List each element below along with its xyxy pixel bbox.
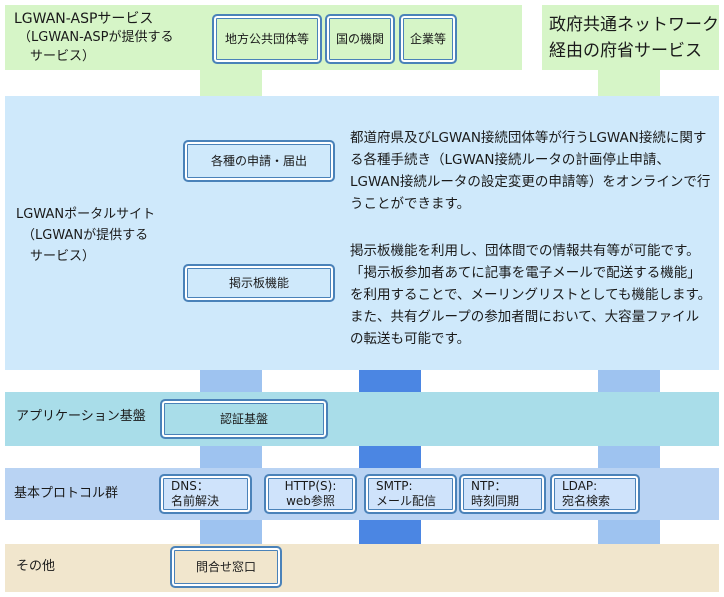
- protocol-dns[interactable]: DNS： 名前解決: [159, 474, 252, 514]
- local-government-button[interactable]: 地方公共団体等: [212, 14, 322, 64]
- portal-band: [5, 96, 719, 370]
- protocol-http[interactable]: HTTP(S): web参照: [264, 474, 357, 514]
- contact-desk-button[interactable]: 問合せ窓口: [170, 546, 282, 588]
- application-platform-band: [5, 392, 719, 446]
- connector-proto-other-1: [200, 520, 262, 544]
- connector-app-proto-2: [359, 446, 421, 468]
- bulletin-board-description: 掲示板機能を利用し、団体間での情報共有等が可能です。「掲示板参加者あてに記事を電…: [350, 243, 712, 347]
- company-button[interactable]: 企業等: [399, 14, 457, 64]
- bulletin-board-button[interactable]: 掲示板機能: [183, 264, 335, 302]
- connector-top-2: [598, 70, 660, 96]
- connector-app-proto-1: [200, 446, 262, 468]
- other-band: [5, 544, 719, 592]
- protocol-ldap[interactable]: LDAP: 宛名検索: [550, 474, 640, 514]
- protocol-label: 基本プロトコル群: [14, 486, 119, 501]
- connector-proto-other-2: [359, 520, 421, 544]
- national-agency-button[interactable]: 国の機関: [325, 14, 395, 64]
- protocol-smtp[interactable]: SMTP: メール配信: [364, 474, 457, 514]
- connector-portal-app-2: [359, 370, 421, 392]
- gov-network-label: 政府共通ネットワーク 経由の府省サービス: [549, 15, 719, 61]
- connector-portal-app-1: [200, 370, 262, 392]
- connector-portal-app-3: [598, 370, 660, 392]
- connector-top-1: [200, 70, 262, 96]
- application-description: 都道府県及びLGWAN接続団体等が行うLGWAN接続に関する各種手続き（LGWA…: [350, 130, 711, 212]
- lgwan-asp-label: LGWAN-ASPサービス （LGWAN-ASPが提供する サービス）: [14, 11, 174, 65]
- gov-network-band: [542, 5, 719, 70]
- application-submission-button[interactable]: 各種の申請・届出: [183, 140, 335, 182]
- application-platform-label: アプリケーション基盤: [16, 409, 146, 424]
- protocol-ntp[interactable]: NTP： 時刻同期: [459, 474, 546, 514]
- other-label: その他: [16, 559, 56, 574]
- connector-proto-other-3: [598, 520, 660, 544]
- authentication-platform-button[interactable]: 認証基盤: [160, 399, 328, 439]
- connector-app-proto-3: [598, 446, 660, 468]
- portal-label: LGWANポータルサイト （LGWANが提供する サービス）: [16, 207, 156, 264]
